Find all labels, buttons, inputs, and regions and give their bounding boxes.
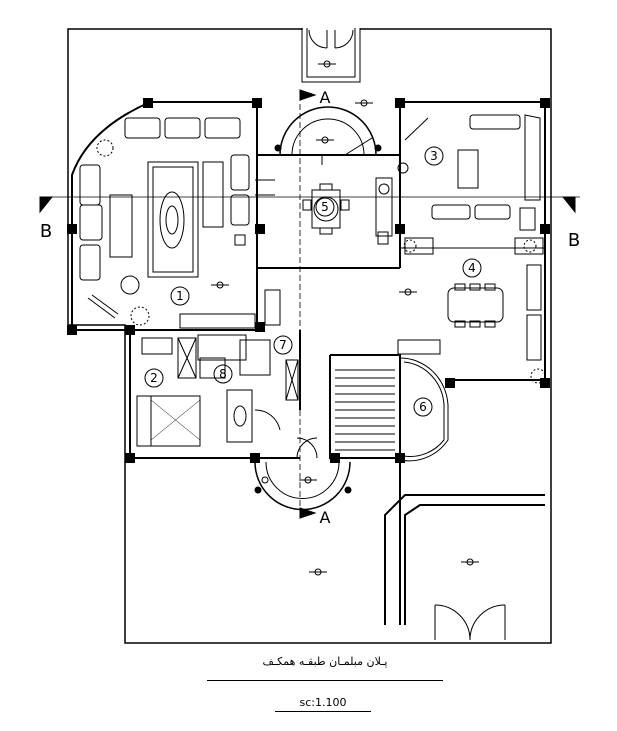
room-3-label: 3 bbox=[430, 149, 438, 163]
living-room-furniture bbox=[79, 117, 256, 329]
columns bbox=[67, 98, 550, 463]
scale-underline bbox=[275, 711, 371, 712]
site-boundary bbox=[67, 28, 552, 644]
lower-right-door bbox=[434, 604, 506, 641]
section-line-a-arrows bbox=[299, 89, 317, 519]
section-line-b bbox=[39, 196, 580, 214]
section-b-left-label: B bbox=[40, 221, 52, 242]
staircase bbox=[335, 339, 449, 462]
room-7-label: 7 bbox=[279, 338, 287, 352]
room-4-label: 4 bbox=[468, 261, 476, 275]
room-labels bbox=[144, 146, 482, 417]
room-3-furniture bbox=[397, 114, 541, 231]
plan-title: پـلان مبلمـان طبقـه همکـف bbox=[262, 655, 388, 668]
room-1-label: 1 bbox=[176, 289, 184, 303]
section-b-right-label: B bbox=[568, 230, 580, 251]
room-6-label: 6 bbox=[419, 400, 427, 414]
light-fixtures bbox=[211, 60, 479, 576]
plan-scale: sc:1.100 bbox=[299, 696, 347, 709]
bathrooms bbox=[197, 289, 299, 401]
title-underline bbox=[207, 680, 443, 681]
room-2-label: 2 bbox=[150, 371, 158, 385]
room-8-label: 8 bbox=[219, 367, 227, 381]
section-a-bottom-label: A bbox=[320, 508, 331, 527]
room-5-label: 5 bbox=[321, 200, 329, 214]
bedroom-2-furniture bbox=[136, 337, 281, 447]
top-entry-door bbox=[308, 29, 354, 49]
building-walls bbox=[71, 101, 546, 625]
central-hall bbox=[255, 95, 393, 515]
room-4-furniture bbox=[403, 237, 546, 384]
bottom-entry bbox=[254, 437, 352, 511]
section-a-top-label: A bbox=[320, 88, 331, 107]
